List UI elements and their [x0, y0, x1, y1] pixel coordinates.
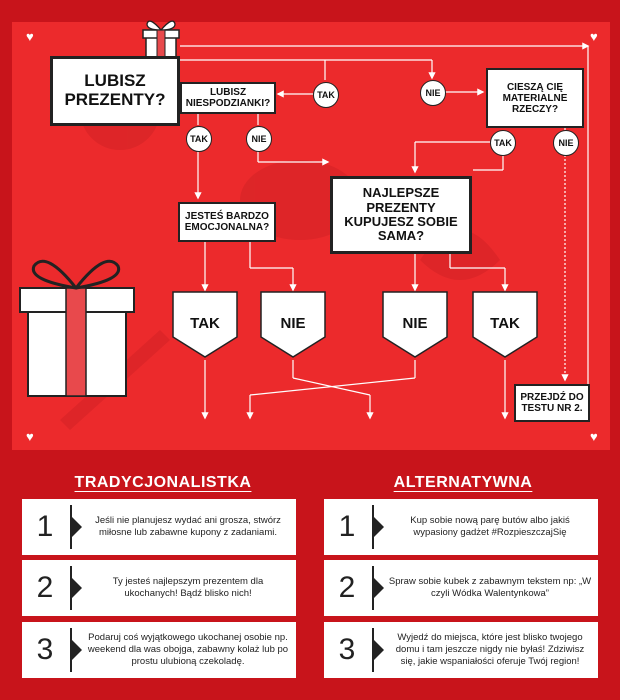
yes-circle: TAK: [313, 82, 339, 108]
card-text: Spraw sobie kubek z zabawnym tekstem np:…: [388, 576, 592, 599]
right-card-2: 2 Spraw sobie kubek z zabawnym tekstem n…: [324, 560, 598, 616]
start-question: LUBISZ PREZENTY?: [64, 71, 166, 109]
triangle-icon: [72, 517, 82, 537]
test2-label: PRZEJDŹ DO TESTU NR 2.: [520, 392, 584, 414]
no-circle: NIE: [420, 80, 446, 106]
card-number: 3: [338, 633, 356, 666]
card-text: Ty jesteś najlepszym prezentem dla ukoch…: [112, 576, 264, 599]
left-card-1: 1 Jeśli nie planujesz wydać ani grosza, …: [22, 499, 296, 555]
shield-nie-right: [382, 291, 448, 358]
no-circle: NIE: [246, 126, 272, 152]
card-text: Jeśli nie planujesz wydać ani grosza, st…: [95, 515, 281, 538]
heart-icon: ♥: [590, 29, 598, 44]
surprise-question: LUBISZ NIESPODZIANKI?: [185, 87, 271, 109]
small-gift-icon: [142, 20, 180, 61]
left-card-3: 3 Podaruj coś wyjątkowego ukochanej osob…: [22, 622, 296, 678]
triangle-icon: [374, 517, 384, 537]
right-card-1: 1 Kup sobie nową parę butów albo jakiś w…: [324, 499, 598, 555]
shield-label-yes: TAK: [190, 315, 220, 332]
test2-box: PRZEJDŹ DO TESTU NR 2.: [514, 384, 590, 422]
right-column-title: ALTERNATYWNA: [393, 474, 533, 491]
start-question-box: LUBISZ PREZENTY?: [50, 56, 180, 126]
no-circle: NIE: [553, 130, 579, 156]
shield-label-no: NIE: [280, 315, 306, 332]
card-number: 2: [36, 571, 54, 604]
material-question: CIESZĄ CIĘ MATERIALNE RZECZY?: [502, 81, 568, 115]
card-text: Podaruj coś wyjątkowego ukochanej osobie…: [87, 632, 289, 667]
left-column-title: TRADYCJONALISTKA: [74, 474, 252, 491]
shield-nie-left: [260, 291, 326, 358]
triangle-icon: [374, 640, 384, 660]
right-card-3: 3 Wyjedź do miejsca, które jest blisko t…: [324, 622, 598, 678]
card-number: 2: [338, 571, 356, 604]
triangle-icon: [72, 640, 82, 660]
card-number: 1: [36, 510, 54, 543]
surprise-question-box: LUBISZ NIESPODZIANKI?: [180, 82, 276, 114]
card-text: Kup sobie nową parę butów albo jakiś wyp…: [410, 515, 570, 538]
emotional-question-box: JESTEŚ BARDZO EMOCJONALNA?: [178, 202, 276, 242]
heart-icon: ♥: [590, 429, 598, 444]
yes-circle: TAK: [186, 126, 212, 152]
left-card-2: 2 Ty jesteś najlepszym prezentem dla uko…: [22, 560, 296, 616]
self-gift-question: NAJLEPSZE PREZENTY KUPUJESZ SOBIE SAMA?: [344, 185, 458, 244]
triangle-icon: [374, 578, 384, 598]
emotional-question: JESTEŚ BARDZO EMOCJONALNA?: [184, 211, 270, 233]
big-gift-icon: [19, 259, 135, 397]
material-question-box: CIESZĄ CIĘ MATERIALNE RZECZY?: [486, 68, 584, 128]
heart-icon: ♥: [26, 29, 34, 44]
card-number: 3: [36, 633, 54, 666]
shield-tak-left: [172, 291, 238, 358]
self-gift-question-box: NAJLEPSZE PREZENTY KUPUJESZ SOBIE SAMA?: [330, 176, 472, 254]
card-number: 1: [338, 510, 356, 543]
heart-icon: ♥: [26, 429, 34, 444]
card-text: Wyjedź do miejsca, które jest blisko two…: [395, 632, 585, 667]
shield-tak-right: [472, 291, 538, 358]
shield-label-no: NIE: [402, 315, 428, 332]
triangle-icon: [72, 578, 82, 598]
yes-circle: TAK: [490, 130, 516, 156]
shield-label-yes: TAK: [490, 315, 520, 332]
